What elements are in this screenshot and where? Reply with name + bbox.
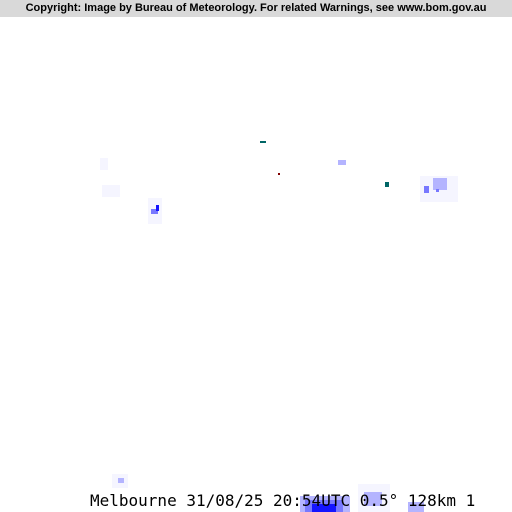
echo-light-north-east	[338, 160, 346, 165]
echo-heavier-west	[156, 205, 159, 211]
echo-moderate-east-2	[436, 189, 439, 192]
echo-heavier-south-1	[312, 504, 336, 512]
echo-light-south-3	[408, 502, 424, 512]
echo-teal-east	[385, 182, 389, 187]
echo-moderate-south-west	[118, 478, 124, 483]
echo-teal-north	[260, 141, 266, 143]
echo-moderate-south-2	[364, 492, 382, 506]
copyright-banner: Copyright: Image by Bureau of Meteorolog…	[0, 0, 512, 17]
echo-moderate-west	[151, 209, 158, 214]
echo-moderate-east	[424, 186, 429, 193]
echo-light-east-2	[433, 178, 447, 190]
radar-site-marker	[278, 173, 280, 175]
echo-light-west-1	[100, 158, 108, 170]
echo-light-west-2	[102, 185, 120, 197]
radar-caption: Melbourne 31/08/25 20:54UTC 0.5° 128km 1	[90, 491, 476, 510]
